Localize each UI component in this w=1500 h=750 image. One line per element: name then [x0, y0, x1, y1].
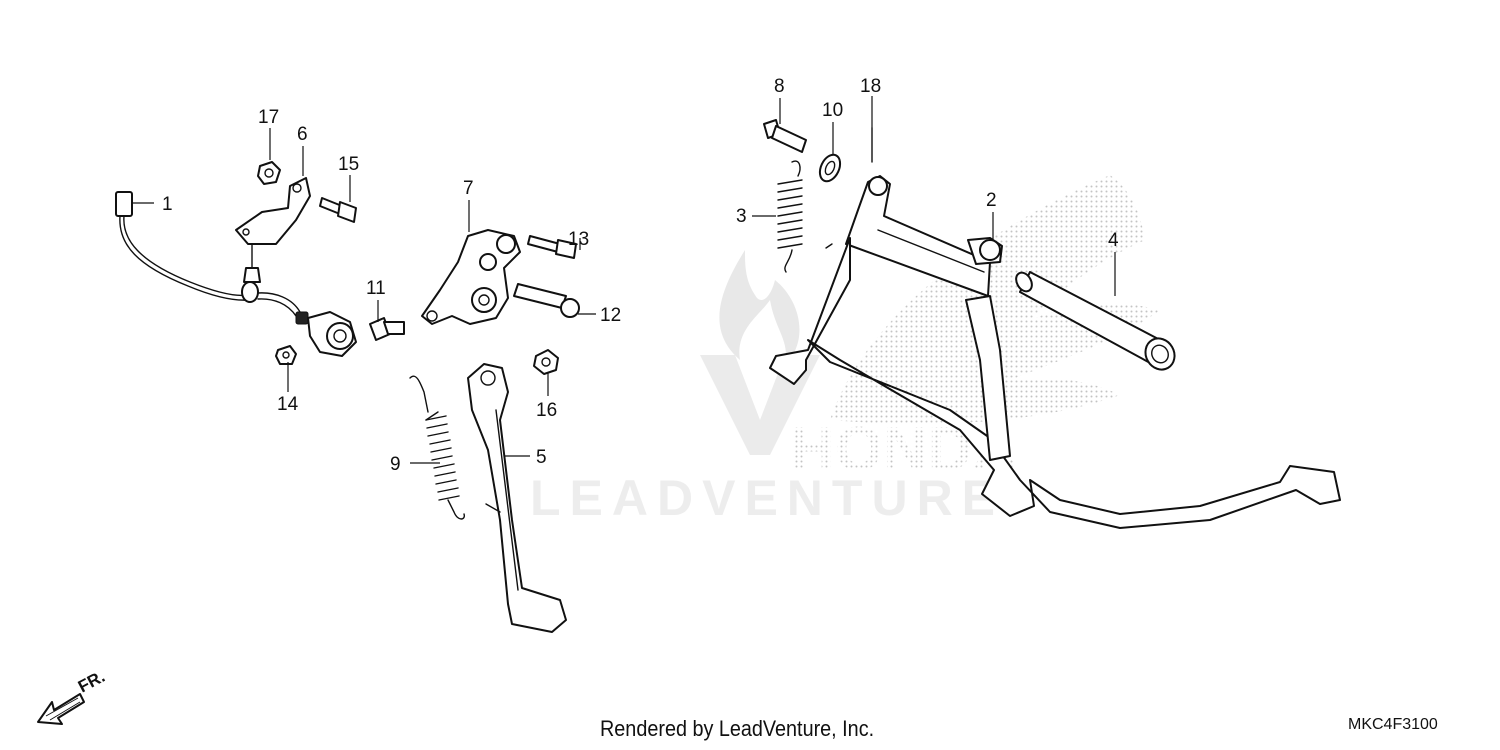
callout-18: 18 [860, 76, 881, 97]
part-stand-bracket [421, 229, 521, 325]
part-nut-14 [275, 345, 297, 365]
callout-4: 4 [1108, 230, 1119, 251]
callout-1: 1 [162, 194, 173, 215]
watermark: HONDA LEADVENTURE [530, 175, 1160, 526]
part-side-stand [467, 363, 567, 633]
part-pivot-bolt [369, 317, 405, 341]
callout-16: 16 [536, 400, 557, 421]
callout-8: 8 [774, 76, 785, 97]
part-side-stand-switch [115, 191, 357, 357]
callout-3: 3 [736, 206, 747, 227]
part-nut-16 [533, 349, 559, 375]
front-direction-arrow-icon [37, 693, 85, 725]
callout-12: 12 [600, 305, 621, 326]
leader-lines [132, 96, 1116, 464]
part-bracket [235, 177, 311, 283]
callout-labels: 1 2 3 4 5 6 7 8 9 10 11 12 13 14 15 16 1… [162, 76, 1119, 475]
honda-wing-logo [830, 175, 1160, 424]
diagram-code: MKC4F3100 [1348, 716, 1438, 733]
part-main-stand [769, 175, 1341, 529]
callout-10: 10 [822, 100, 843, 121]
part-nut-17 [257, 161, 281, 185]
part-bolt-12 [513, 283, 580, 318]
rendered-by-credit: Rendered by LeadVenture, Inc. [600, 716, 875, 741]
callout-15: 15 [338, 154, 359, 175]
callout-2: 2 [986, 190, 997, 211]
part-bolt-15 [319, 197, 357, 223]
part-washer [818, 153, 842, 183]
part-main-stand-spring [777, 160, 803, 273]
leadventure-flame-logo [719, 250, 800, 365]
part-pivot-pipe [1015, 271, 1176, 371]
callout-7: 7 [463, 178, 474, 199]
callout-9: 9 [390, 454, 401, 475]
callout-13: 13 [568, 229, 589, 250]
callout-5: 5 [536, 447, 547, 468]
watermark-text: LEADVENTURE [530, 470, 1004, 526]
callout-6: 6 [297, 124, 308, 145]
callout-11: 11 [366, 278, 386, 299]
callout-17: 17 [258, 107, 279, 128]
part-bolt-13 [527, 235, 577, 259]
callout-14: 14 [277, 394, 299, 415]
part-bolt-8 [763, 119, 807, 153]
part-stand-spring [409, 375, 466, 520]
